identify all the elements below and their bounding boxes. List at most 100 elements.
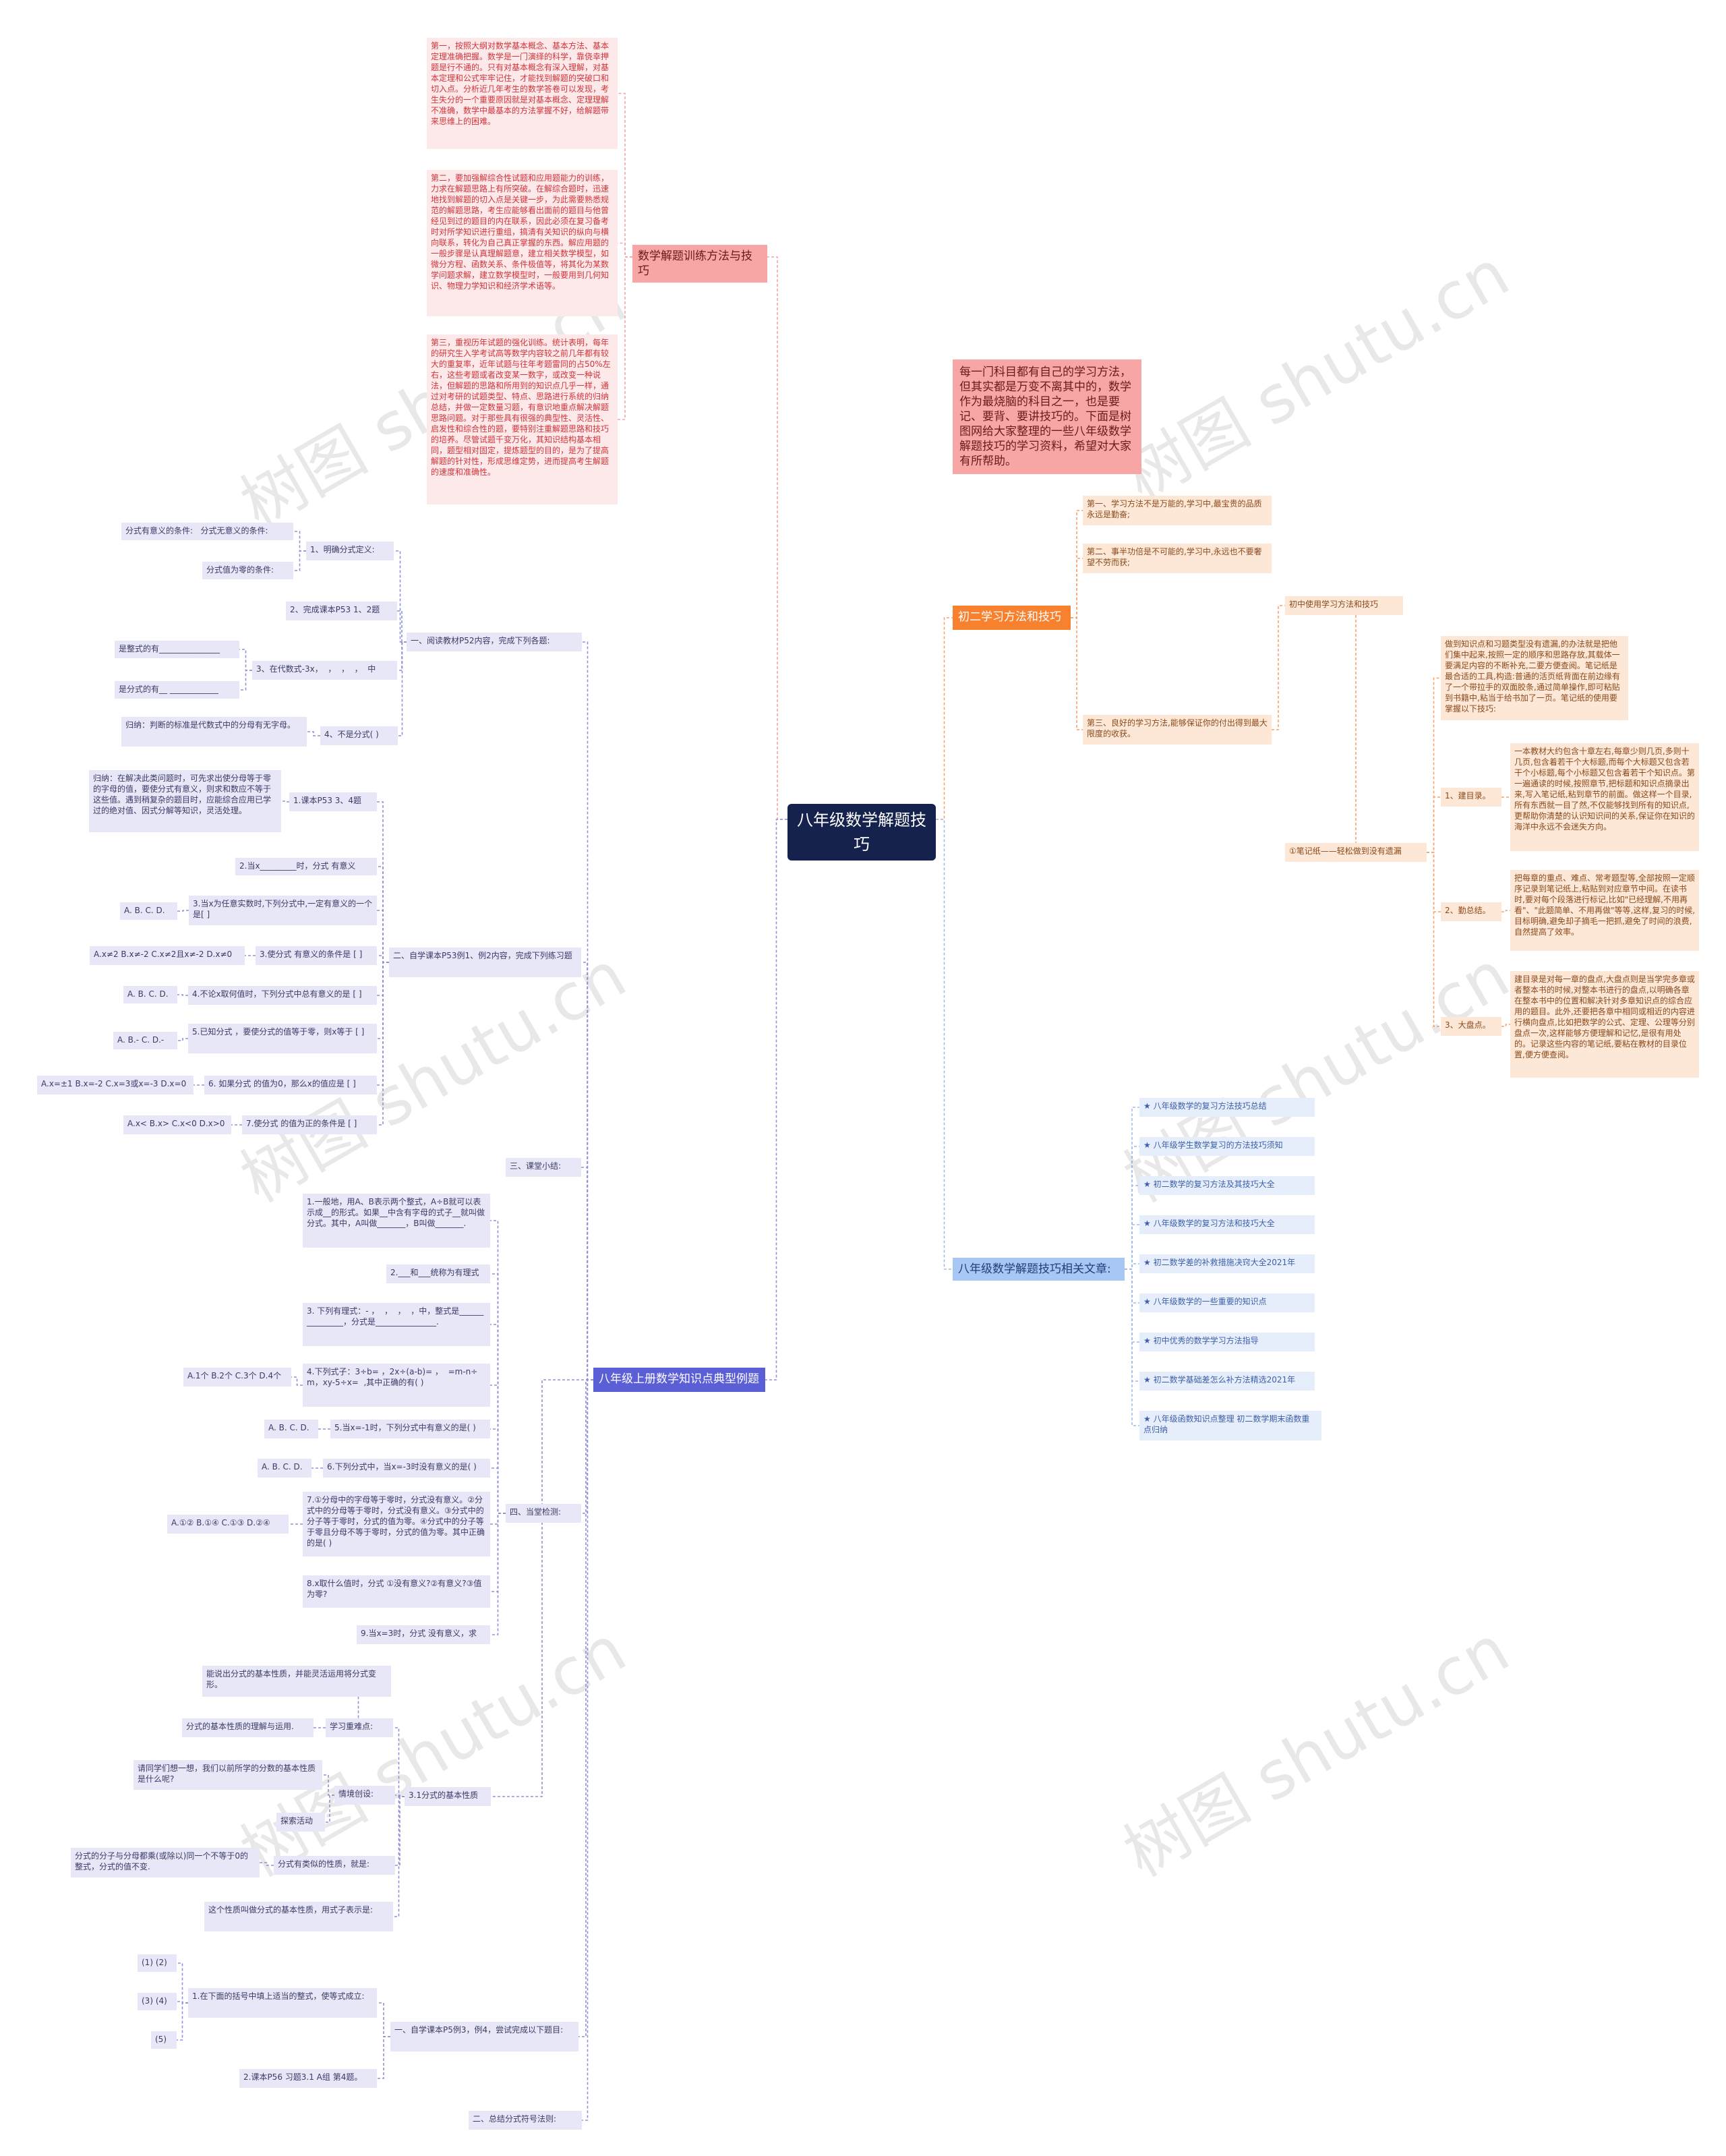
exercise-3-options: A. B. C. D. (120, 902, 177, 920)
connector (377, 2036, 390, 2079)
section-in-class-test: 四、当堂检测: (506, 1504, 581, 1523)
connector (281, 800, 289, 803)
scenario-setup: 情境创设: (334, 1786, 395, 1805)
connector (377, 910, 389, 963)
connector (393, 1796, 405, 1917)
property-content: 分式的分子与分母都乘(或除以)同一个不等于0的整式，分式的值不变. (71, 1848, 260, 1877)
connector (293, 550, 306, 571)
exercise-8: 7.使分式 的值为正的条件是 [ ] (242, 1115, 377, 1134)
branch-training-methods: 数学解题训练方法与技巧 (632, 245, 767, 283)
study-tip-2: 第二、事半功倍是不可能的,学习中,永远也不要奢望不劳而获; (1083, 544, 1272, 573)
connector (1071, 617, 1083, 730)
study-tip-1: 第一、学习方法不是万能的,学习中,最宝贵的品质永远是勤奋; (1083, 496, 1272, 525)
connector (177, 910, 189, 912)
connector (177, 1038, 188, 1041)
exercise-4: 3.使分式 有意义的条件是 [ ] (256, 946, 377, 965)
fraction-condition-b: 分式值为零的条件: (202, 562, 293, 579)
step-summarize: 2、勤总结。 (1441, 902, 1501, 921)
rule-summary: 归纳：判断的标准是代数式中的分母有无字母。 (121, 717, 307, 747)
connector (177, 2001, 188, 2004)
connector (618, 92, 632, 258)
property-statement: 分式有类似的性质，就是: (274, 1856, 395, 1875)
connector (395, 1796, 405, 1866)
section-self-study: 二、自学课本P53例1、例2内容，完成下列练习题 (389, 948, 581, 977)
connector (377, 955, 389, 963)
article-link[interactable]: ★ 八年级学生数学复习的方法技巧须知 (1139, 1137, 1315, 1156)
test-question-3: 3. 下列有理式：- ， ， ， ，中，整式是_______________，分… (303, 1303, 490, 1346)
test-question-5: 5.当x=-1时，下列分式中有意义的是( ) (330, 1420, 490, 1438)
article-link[interactable]: ★ 初二数学差的补救措施决窍大全2021年 (1139, 1254, 1315, 1273)
branch-study-methods: 初二学习方法和技巧 (953, 606, 1071, 630)
method-item-2: 第二，要加强解综合性试题和应用题能力的训练，力求在解题思路上有所突破。在解综合题… (427, 170, 618, 316)
test-question-5-options: A. B. C. D. (264, 1420, 318, 1438)
section-self-study-p5: 一、自学课本P5例3，例4，尝试完成以下题目: (390, 2022, 578, 2051)
exercise-2: 2.当x_________时，分式 有意义 (235, 858, 377, 875)
task-not-fraction: 4、不是分式( ) (320, 726, 398, 745)
connector (1427, 796, 1441, 853)
task-textbook-p53: 2、完成课本P53 1、2题 (286, 602, 397, 620)
test-question-7-options: A.①② B.①④ C.①③ D.②④ (167, 1515, 289, 1534)
connector (1285, 605, 1427, 853)
exercise-4-options: A.x≠2 B.x≠-2 C.x≠2且x≠-2 D.x≠0 (90, 946, 245, 965)
study-tip-3: 第三、良好的学习方法,能够保证你的付出得到最大限度的收获。 (1083, 715, 1272, 745)
step-summarize-text: 把每章的重点、难点、常考题型等,全部按照一定顺序记录到笔记纸上,粘贴到对应章节中… (1510, 870, 1699, 951)
article-link[interactable]: ★ 初二数学基础差怎么补方法精选2021年 (1139, 1372, 1315, 1391)
section-class-summary: 三、课堂小结: (506, 1158, 581, 1177)
textbook-exercise: 2.课本P56 习题3.1 A组 第4题。 (239, 2069, 377, 2088)
step-review-text: 建目录是对每一章的盘点,大盘点则是当学完多章或者整本书的时候,对整本书进行的盘点… (1510, 971, 1699, 1078)
connector (767, 256, 787, 820)
exercise-8-options: A.x< B.x> C.x<0 D.x>0 (123, 1115, 231, 1134)
article-link[interactable]: ★ 八年级数学的复习方法技巧总结 (1139, 1098, 1315, 1117)
connector (260, 1862, 274, 1866)
connector (1125, 1224, 1139, 1270)
connector (1272, 605, 1285, 730)
property-formula: 这个性质叫做分式的基本性质，用式子表示是: (204, 1902, 393, 1931)
connector (177, 2002, 188, 2041)
exercise-7-options: A.x=±1 B.x=-2 C.x=3或x=-3 D.x=0 (37, 1076, 194, 1095)
test-question-1: 1.一般地，用A、B表示两个整式，A÷B就可以表示成__的形式。如果__中含有字… (303, 1194, 490, 1248)
connector (936, 617, 953, 820)
exploration-activity: 探索活动 (276, 1813, 325, 1832)
section-fraction-properties: 3.1分式的基本性质 (405, 1787, 491, 1806)
connector (322, 1774, 334, 1796)
test-question-4-options: A.1个 B.2个 C.3个 D.4个 (183, 1368, 291, 1387)
exercise-1: 1.课本P53 3、4题 (289, 792, 377, 811)
article-link[interactable]: ★ 八年级数学的复习方法和技巧大全 (1139, 1215, 1315, 1234)
expr-polynomials: 是整式的有_______________ (115, 641, 239, 658)
step-build-index-text: 一本教材大约包含十章左右,每章少则几页,多则十几页,包含着若干个大标题,而每个大… (1510, 743, 1699, 851)
article-link[interactable]: ★ 初二数学的复习方法及其技巧大全 (1139, 1176, 1315, 1195)
connector (491, 1379, 593, 1797)
connector (581, 1167, 593, 1380)
connector (1125, 1263, 1139, 1270)
key-points: 学习重难点: (326, 1718, 393, 1737)
exercise-6: 5.已知分式 ，要使分式的值等于零，则x等于 [ ] (188, 1024, 377, 1053)
section-read-textbook: 一、阅读教材P52内容，完成下列各题: (407, 633, 582, 651)
connector (1071, 558, 1083, 618)
article-link[interactable]: ★ 八年级数学的一些重要的知识点 (1139, 1293, 1315, 1312)
connector (578, 1379, 593, 2037)
connector (582, 1379, 593, 2121)
connector (1125, 1269, 1139, 1426)
connector (1427, 677, 1441, 853)
notebook-node: ①笔记纸——轻松做到没有遗漏 (1285, 843, 1427, 862)
section-sign-rules: 二、总结分式符号法则: (469, 2111, 582, 2130)
article-link[interactable]: ★ 初中优秀的数学学习方法指导 (1139, 1333, 1315, 1351)
test-question-6: 6.下列分式中，当x=-3时没有意义的是( ) (323, 1459, 490, 1478)
scenario-question: 请同学们想一想，我们以前所学的分数的基本性质是什么呢? (133, 1760, 322, 1790)
method-item-3: 第三，重视历年试题的强化训练。统计表明，每年的研究生入学考试高等数学内容较之前几… (427, 334, 618, 504)
connector (490, 1467, 506, 1514)
connector (398, 641, 407, 736)
article-link[interactable]: ★ 八年级函数知识点整理 初二数学期末函数重点归纳 (1139, 1411, 1321, 1440)
fraction-condition-a: 分式有意义的条件: 分式无意义的条件: (121, 523, 293, 540)
test-question-9: 9.当x=3时，分式 没有意义，求 (357, 1625, 490, 1644)
connector (293, 531, 306, 552)
key-point-a: 能说出分式的基本性质，并能灵活运用将分式变形。 (202, 1666, 391, 1697)
fill-in-question: 1.在下面的括号中填上适当的整式，使等式成立: (188, 1988, 377, 2018)
root-node: 八年级数学解题技巧 (787, 804, 936, 861)
test-question-6-options: A. B. C. D. (258, 1459, 311, 1478)
fill-in-5: (5) (151, 2031, 177, 2049)
connector (490, 1513, 506, 1592)
study-techniques-node: 初中使用学习方法和技巧 (1285, 596, 1403, 615)
intro-text: 每一门科目都有自己的学习方法，但其实都是万变不离其中的，数学作为最烧脑的科目之一… (953, 359, 1141, 474)
fill-in-3-4: (3) (4) (138, 1993, 177, 2010)
